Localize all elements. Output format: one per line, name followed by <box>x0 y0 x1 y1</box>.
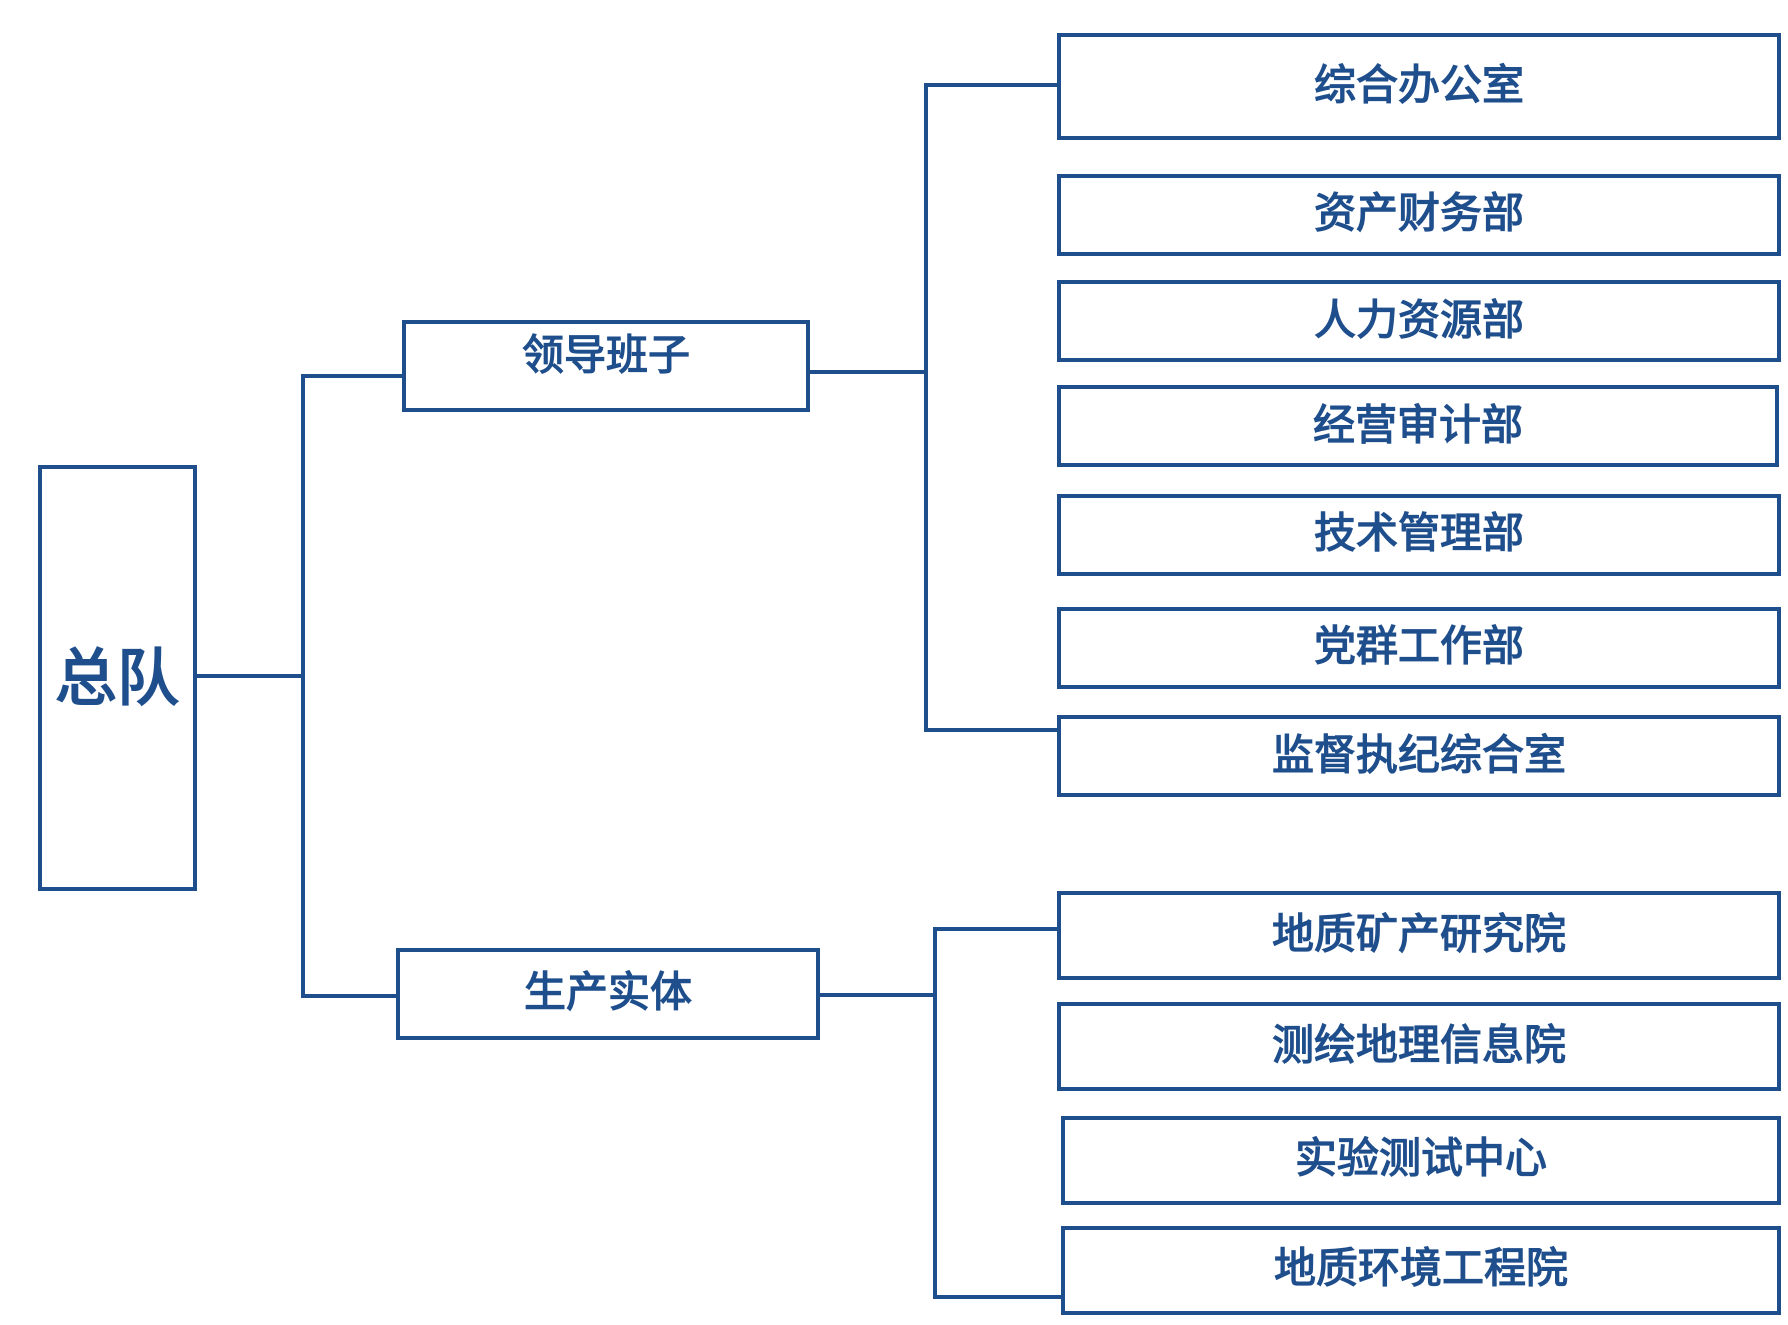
group-label-leadership: 领导班子 <box>522 331 690 380</box>
institute-label: 地质矿产研究院 <box>1272 910 1566 959</box>
institute-label: 实验测试中心 <box>1295 1134 1547 1183</box>
group-0-spine-connector <box>924 83 1057 732</box>
root-label: 总队 <box>55 642 180 715</box>
root-node: 总队 <box>38 465 197 891</box>
dept-node: 技术管理部 <box>1057 494 1781 576</box>
institute-node: 地质环境工程院 <box>1061 1226 1781 1315</box>
institute-label: 测绘地理信息院 <box>1272 1021 1566 1070</box>
dept-node: 人力资源部 <box>1057 280 1781 362</box>
group-node-production: 生产实体 <box>396 948 820 1040</box>
trunk-connector <box>301 374 403 998</box>
group-1-spine-connector <box>933 927 1061 1299</box>
dept-label: 经营审计部 <box>1313 401 1523 450</box>
dept-node: 经营审计部 <box>1057 385 1779 467</box>
institute-node: 地质矿产研究院 <box>1057 891 1781 980</box>
dept-label: 综合办公室 <box>1314 61 1524 110</box>
dept-label: 党群工作部 <box>1314 622 1524 671</box>
dept-label: 监督执纪综合室 <box>1272 731 1566 780</box>
dept-node: 党群工作部 <box>1057 607 1781 689</box>
dept-node: 监督执纪综合室 <box>1057 715 1781 797</box>
group-label-production: 生产实体 <box>524 968 692 1017</box>
dept-node: 资产财务部 <box>1057 174 1781 256</box>
institute-node: 实验测试中心 <box>1061 1116 1781 1205</box>
group-node-leadership: 领导班子 <box>402 320 810 412</box>
dept-label: 技术管理部 <box>1314 509 1524 558</box>
dept-node: 综合办公室 <box>1057 33 1781 140</box>
institute-node: 测绘地理信息院 <box>1057 1002 1781 1091</box>
institute-label: 地质环境工程院 <box>1274 1244 1568 1293</box>
dept-label: 资产财务部 <box>1314 189 1524 238</box>
dept-label: 人力资源部 <box>1314 296 1524 345</box>
